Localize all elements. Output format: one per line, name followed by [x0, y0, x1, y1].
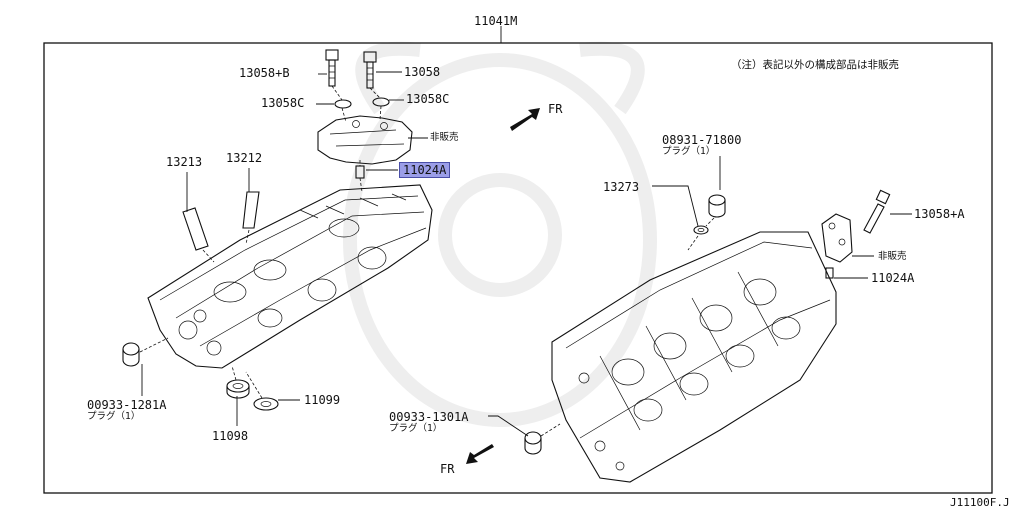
part-label-13058-b[interactable]: 13058+B: [239, 66, 290, 80]
part-label-11024a-highlighted[interactable]: 11024A: [399, 162, 451, 178]
right-cylinder-head: [551, 231, 837, 483]
part-label-11098[interactable]: 11098: [212, 429, 249, 443]
watermark-emblem: [343, 41, 657, 427]
pin-13212-icon: [242, 191, 260, 245]
fr-arrow-upper-icon: [510, 108, 540, 131]
part-label-08931-71800[interactable]: 08931-71800: [662, 133, 742, 147]
part-sub-label-plug-top: プラグ（1）: [662, 146, 716, 157]
part-label-13058c-left[interactable]: 13058C: [261, 96, 305, 110]
bolt-13058-b-icon: [325, 49, 339, 87]
part-label-13058-a[interactable]: 13058+A: [914, 207, 965, 221]
assembly-code-label: 11041M: [474, 14, 518, 28]
seal-11098-icon: [226, 365, 250, 399]
fr-arrow-lower-icon: [466, 444, 494, 464]
figure-code-label: J11100F.J: [950, 496, 1010, 509]
part-label-11024a-right[interactable]: 11024A: [871, 271, 915, 285]
fr-label-lower: FR: [440, 462, 455, 476]
bolt-13058-a-icon: [863, 189, 891, 234]
not-sold-label-upper: 非販売: [430, 132, 459, 143]
part-label-11099[interactable]: 11099: [304, 393, 341, 407]
part-label-13213[interactable]: 13213: [166, 155, 203, 169]
part-sub-label-plug-bottom: プラグ（1）: [389, 423, 443, 434]
part-label-13273[interactable]: 13273: [603, 180, 640, 194]
right-bracket: [821, 213, 853, 263]
not-sold-label-right: 非販売: [878, 251, 907, 262]
fr-label-upper: FR: [548, 102, 563, 116]
part-label-13212[interactable]: 13212: [226, 151, 263, 165]
plug-left-icon: [122, 337, 169, 367]
leader-lines: [141, 71, 912, 437]
plug-top-icon: [705, 194, 726, 227]
upper-bracket: [317, 115, 413, 165]
dowel-11024a-upper-icon: [355, 160, 365, 193]
part-label-00933-1281a[interactable]: 00933-1281A: [87, 398, 167, 412]
washer-left-icon: [334, 99, 352, 109]
dowel-11024a-right-icon: [825, 267, 834, 279]
part-label-13058c-right[interactable]: 13058C: [406, 92, 450, 106]
part-label-00933-1301a[interactable]: 00933-1301A: [389, 410, 469, 424]
diagram-frame: [43, 42, 993, 494]
part-label-13058[interactable]: 13058: [404, 65, 441, 79]
seal-11099-icon: [245, 371, 279, 411]
part-sub-label-plug-left: プラグ（1）: [87, 411, 141, 422]
pin-13213-icon: [182, 207, 215, 263]
left-cylinder-head: [147, 184, 433, 369]
note-text: （注）表記以外の構成部品は非販売: [731, 59, 899, 71]
gasket-13273-icon: [687, 225, 709, 251]
plug-bottom-icon: [524, 423, 561, 455]
